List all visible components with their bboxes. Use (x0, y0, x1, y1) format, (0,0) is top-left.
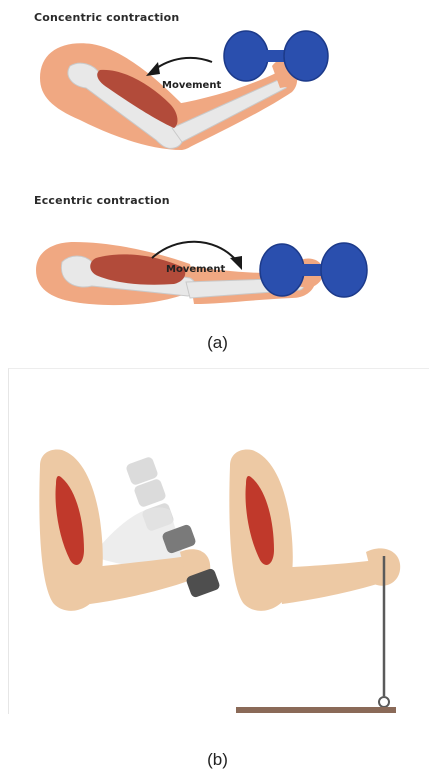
panel-b-illustration (0, 360, 435, 779)
concentric-movement-arrow (154, 58, 212, 70)
eccentric-dumbbell-plate-left (260, 244, 304, 296)
eccentric-movement-label: Movement (166, 264, 225, 275)
caption-b: (b) (0, 750, 435, 770)
left-arm-dumbbell-curl (39, 450, 221, 611)
panel-a-illustration (0, 0, 435, 360)
concentric-dumbbell-plate-left (224, 31, 268, 81)
plank (236, 707, 396, 713)
eccentric-dumbbell-plate-right (321, 243, 367, 297)
panel-a: Concentric contraction (0, 0, 435, 360)
eccentric-arrowhead (230, 256, 242, 270)
concentric-dumbbell-plate-right (284, 31, 328, 81)
right-arm-static-hold (229, 450, 400, 713)
caption-a: (a) (0, 333, 435, 353)
concentric-arrowhead (146, 62, 160, 76)
panel-b: (b) (0, 360, 435, 779)
concentric-movement-label: Movement (162, 80, 221, 91)
rope-ring (379, 697, 389, 707)
eccentric-title: Eccentric contraction (34, 194, 170, 207)
